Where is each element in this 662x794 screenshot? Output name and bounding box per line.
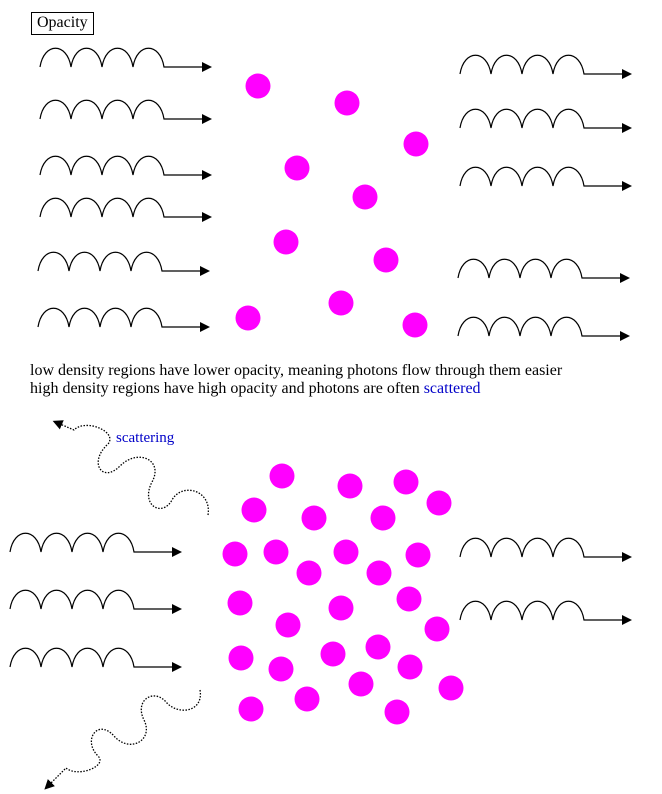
particle bbox=[373, 247, 399, 273]
particle bbox=[352, 184, 378, 210]
particle bbox=[268, 656, 294, 682]
incoming-photons-top bbox=[37, 47, 212, 332]
particle bbox=[296, 560, 322, 586]
scattered-photon-up bbox=[52, 420, 209, 516]
outgoing-photons-top bbox=[457, 54, 632, 341]
particle bbox=[238, 696, 264, 722]
photon-wave bbox=[9, 532, 182, 557]
incoming-photons-bottom bbox=[9, 532, 182, 672]
particle bbox=[284, 155, 310, 181]
particle bbox=[235, 305, 261, 331]
caption-high-density: high density regions have high opacity a… bbox=[30, 380, 481, 398]
photon-wave bbox=[457, 316, 630, 341]
particle bbox=[275, 612, 301, 638]
caption-low-density: low density regions have lower opacity, … bbox=[30, 362, 563, 379]
particle bbox=[402, 312, 428, 338]
photon-wave bbox=[459, 166, 632, 191]
photon-wave bbox=[459, 600, 632, 625]
photon-wave bbox=[9, 589, 182, 614]
outgoing-photons-bottom bbox=[459, 537, 632, 625]
particle bbox=[405, 542, 431, 568]
photon-wave bbox=[37, 307, 210, 332]
particle bbox=[424, 616, 450, 642]
caption-scattered-word: scattered bbox=[423, 380, 481, 397]
caption-high-density-text: high density regions have high opacity a… bbox=[30, 380, 424, 397]
particle bbox=[438, 675, 464, 701]
high-density-particles bbox=[222, 463, 464, 725]
particle bbox=[334, 90, 360, 116]
photon-wave bbox=[37, 251, 210, 276]
photon-wave bbox=[457, 258, 630, 283]
scattered-photons bbox=[44, 420, 209, 790]
particle bbox=[403, 131, 429, 157]
photon-wave bbox=[39, 155, 212, 180]
particle bbox=[396, 586, 422, 612]
particle bbox=[245, 73, 271, 99]
photon-wave bbox=[9, 647, 182, 672]
particle bbox=[348, 671, 374, 697]
particle bbox=[393, 469, 419, 495]
particle bbox=[370, 505, 396, 531]
particle bbox=[366, 560, 392, 586]
particle bbox=[241, 497, 267, 523]
particle bbox=[365, 634, 391, 660]
particle bbox=[426, 490, 452, 516]
particle bbox=[228, 645, 254, 671]
scattered-photon-down bbox=[44, 689, 201, 790]
particle bbox=[328, 595, 354, 621]
particle bbox=[337, 473, 363, 499]
particle bbox=[294, 686, 320, 712]
particle bbox=[269, 463, 295, 489]
particle bbox=[227, 590, 253, 616]
photon-wave bbox=[459, 108, 632, 133]
photon-wave bbox=[459, 537, 632, 562]
particle bbox=[320, 641, 346, 667]
particle bbox=[301, 505, 327, 531]
particle bbox=[263, 539, 289, 565]
particle bbox=[328, 290, 354, 316]
photon-wave bbox=[39, 99, 212, 124]
photon-wave bbox=[39, 47, 212, 72]
particle bbox=[333, 539, 359, 565]
photon-wave bbox=[39, 197, 212, 222]
particle bbox=[397, 654, 423, 680]
particle bbox=[384, 699, 410, 725]
particle bbox=[222, 541, 248, 567]
scattering-label: scattering bbox=[116, 430, 175, 446]
low-density-particles bbox=[235, 73, 429, 338]
particle bbox=[273, 229, 299, 255]
photon-wave bbox=[459, 54, 632, 79]
title: Opacity bbox=[31, 12, 94, 35]
